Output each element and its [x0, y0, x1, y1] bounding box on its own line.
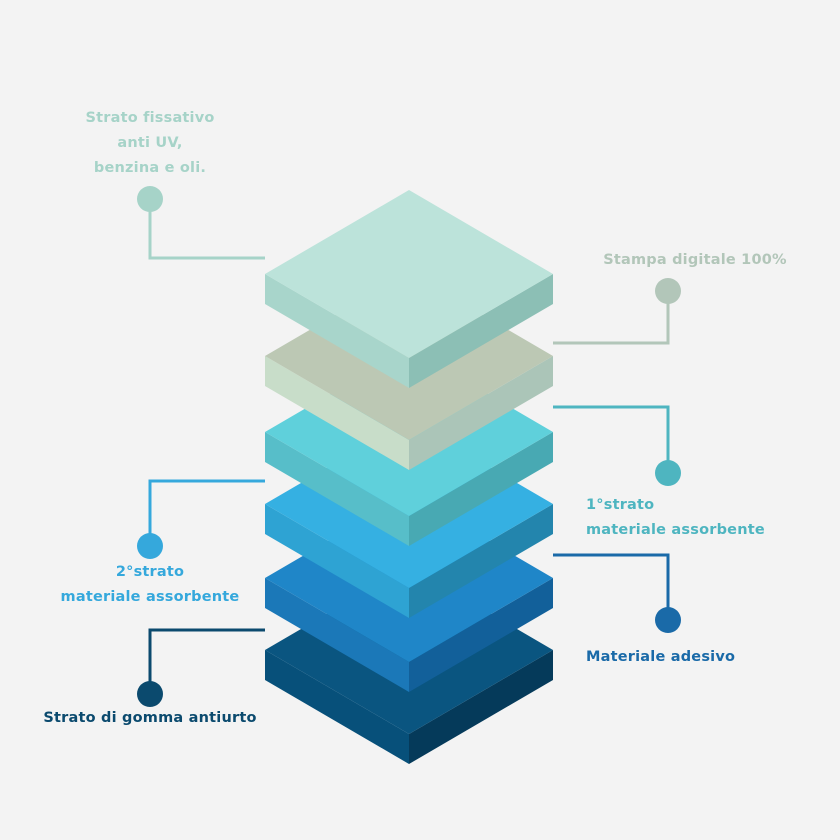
layer-fixative-top-face	[265, 190, 553, 358]
layer-fixative-right-face	[409, 274, 553, 388]
connector-dot-rubber	[137, 681, 163, 707]
layer-adhesive-left-face	[265, 578, 409, 692]
connector-dot-fixative	[137, 186, 163, 212]
label-second-absorbent-layer: 2°strato materiale assorbente	[60, 564, 240, 605]
layer-absorbent-1-right-face	[409, 432, 553, 546]
layer-absorbent-2-right-face	[409, 504, 553, 618]
label-rubber-layer: Strato di gomma antiurto	[43, 710, 257, 726]
connector-rubber	[148, 628, 265, 694]
connector-adhesive	[553, 553, 670, 620]
connector-absorbent-1	[553, 405, 670, 473]
connector-dot-absorbent-1	[655, 460, 681, 486]
label-adhesive-layer: Materiale adesivo	[586, 649, 736, 665]
connector-dot-print	[655, 278, 681, 304]
layer-rubber-left-face	[265, 650, 409, 764]
label-first-absorbent-layer: 1°strato materiale assorbente	[586, 497, 765, 538]
layer-adhesive-right-face	[409, 578, 553, 692]
layer-print-right-face	[409, 356, 553, 470]
label-digital-print-layer: Stampa digitale 100%	[603, 252, 787, 268]
layer-absorbent-1-left-face	[265, 432, 409, 546]
connector-dot-adhesive	[655, 607, 681, 633]
layer-absorbent-2-left-face	[265, 504, 409, 618]
layer-print-left-face	[265, 356, 409, 470]
connector-absorbent-2	[148, 479, 265, 546]
connector-fixative	[148, 199, 265, 260]
connector-print	[553, 291, 670, 345]
layer-fixative-left-face	[265, 274, 409, 388]
layer-rubber-right-face	[409, 650, 553, 764]
connector-dot-absorbent-2	[137, 533, 163, 559]
label-fixative-layer: Strato fissativo anti UV, benzina e oli.	[85, 110, 215, 176]
